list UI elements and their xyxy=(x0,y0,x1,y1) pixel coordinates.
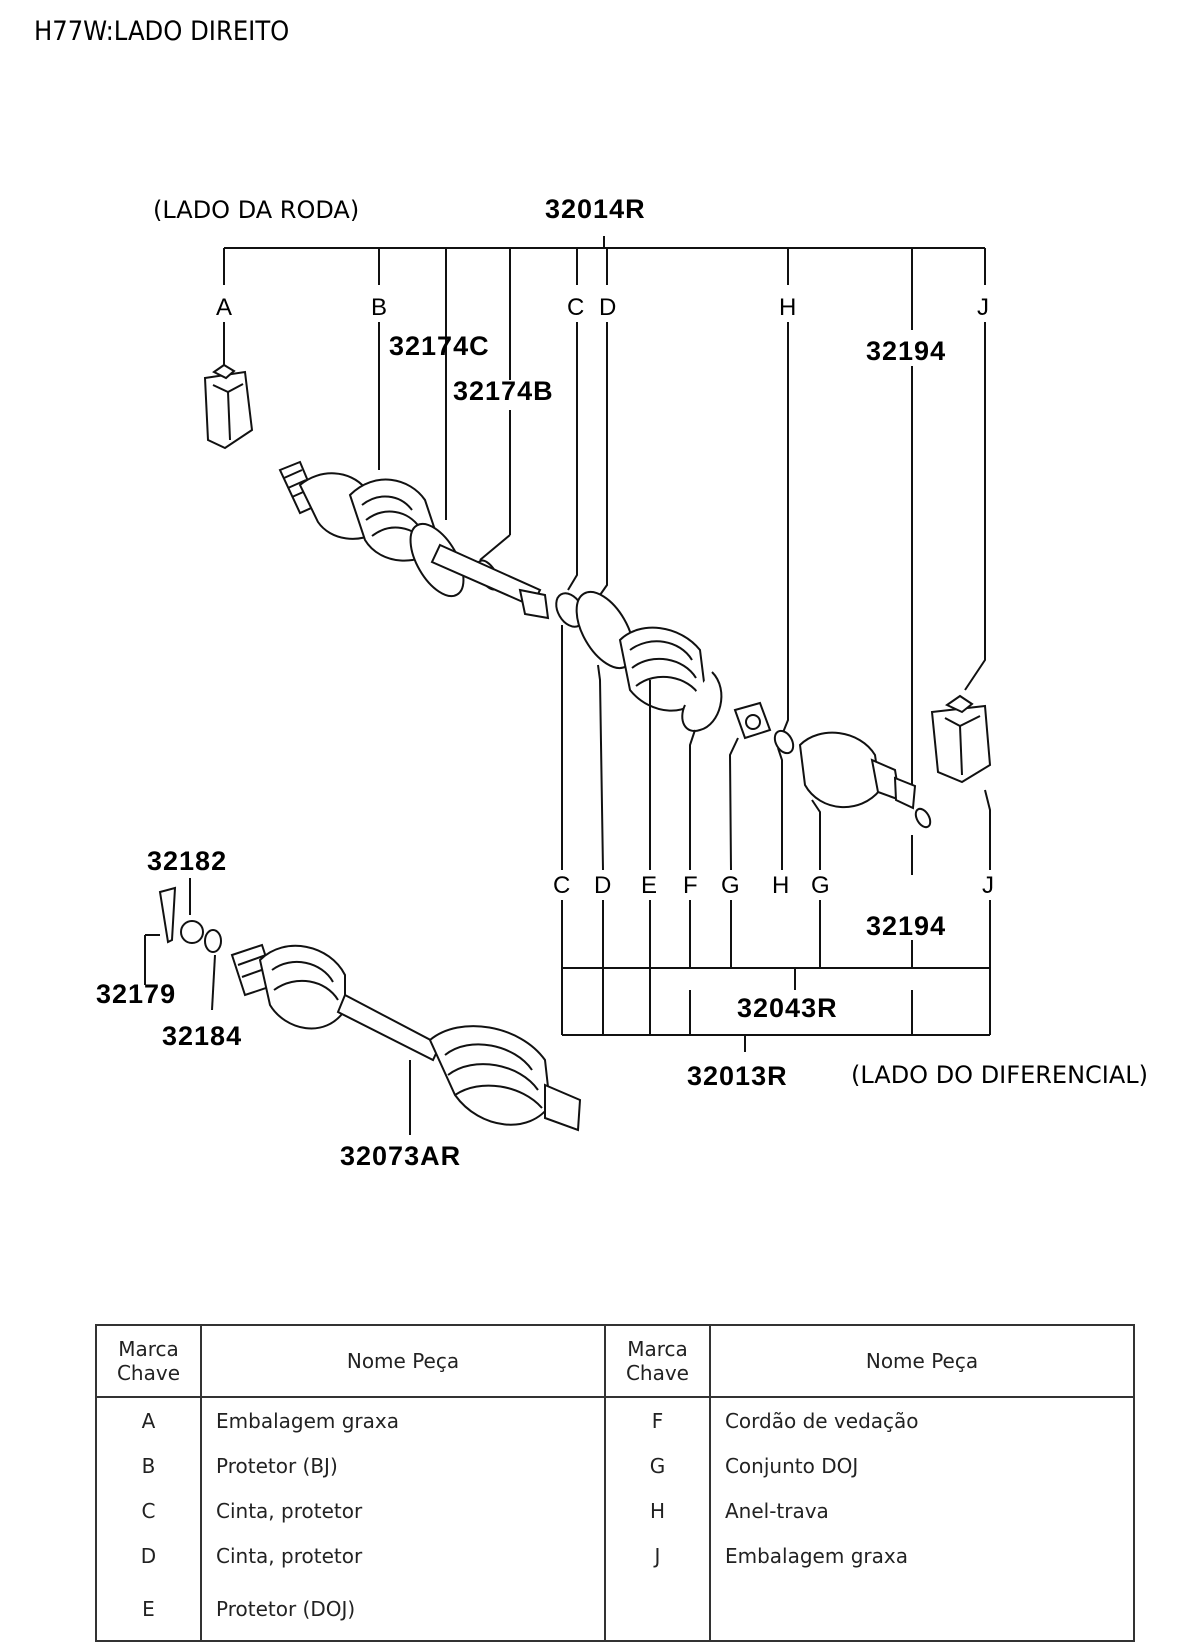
part-number-32194-bottom: 32194 xyxy=(866,911,946,941)
key-F-bottom: F xyxy=(683,872,698,899)
key-J-bottom: J xyxy=(982,872,994,899)
key-J-top: J xyxy=(977,294,989,321)
key-G-bottom: G xyxy=(721,872,740,899)
part-number-32013R: 32013R xyxy=(687,1061,788,1091)
legend-key: H xyxy=(603,1488,711,1533)
part-number-32174B: 32174B xyxy=(453,376,554,406)
top-key-letters: A B C D H J xyxy=(216,294,989,321)
part-number-32182: 32182 xyxy=(147,846,227,876)
legend-part-name xyxy=(710,1578,1134,1641)
legend-key: J xyxy=(603,1533,711,1578)
key-B-top: B xyxy=(371,294,387,321)
legend-header-key-2: Marca Chave xyxy=(603,1324,711,1398)
legend-key: C xyxy=(96,1488,202,1533)
table-row: A Embalagem graxa F Cordão de vedação xyxy=(96,1397,1134,1443)
legend-part-name: Cinta, protetor xyxy=(216,1498,363,1523)
part-number-32043R: 32043R xyxy=(737,993,838,1023)
grease-pack-J xyxy=(930,694,992,784)
legend-key: E xyxy=(96,1578,202,1641)
key-C-bottom: C xyxy=(553,872,570,899)
legend-part-name: Embalagem graxa xyxy=(216,1408,399,1433)
legend-header-name-1: Nome Peça xyxy=(200,1324,606,1398)
top-bracket-lines xyxy=(223,236,986,790)
legend-key: G xyxy=(603,1443,711,1488)
part-number-32179: 32179 xyxy=(96,979,176,1009)
legend-header-name-2: Nome Peça xyxy=(708,1324,1136,1398)
diagram-title: H77W:LADO DIREITO xyxy=(34,16,289,47)
key-A-top: A xyxy=(216,294,232,321)
parts-diagram: H77W:LADO DIREITO (LADO DA RODA) 32014R … xyxy=(34,16,1148,1171)
legend-key: B xyxy=(96,1443,202,1488)
key-C-top: C xyxy=(567,294,584,321)
hub-nut-parts xyxy=(144,878,222,1011)
legend-part-name: Protetor (BJ) xyxy=(216,1453,338,1478)
key-H-top: H xyxy=(779,294,796,321)
legend-header-key-1: Marca Chave xyxy=(95,1324,202,1398)
legend-part-name: Conjunto DOJ xyxy=(724,1453,859,1478)
part-number-32174C: 32174C xyxy=(389,331,490,361)
wheel-side-label: (LADO DA RODA) xyxy=(153,196,359,224)
drive-shaft-assembly xyxy=(230,943,582,1135)
legend-key: F xyxy=(603,1397,711,1443)
legend-part-name: Protetor (DOJ) xyxy=(216,1597,356,1621)
part-number-32184: 32184 xyxy=(162,1021,242,1051)
part-number-32194-top: 32194 xyxy=(866,336,946,366)
parts-legend-table: Marca Chave Nome Peça Marca Chave Nome P… xyxy=(95,1324,1136,1642)
legend-part-name: Anel-trava xyxy=(724,1498,829,1523)
bottom-key-letters: C D E F G H G J xyxy=(553,872,994,899)
legend-header-row: Marca Chave Nome Peça Marca Chave Nome P… xyxy=(95,1324,1136,1398)
key-H-bottom: H xyxy=(772,872,789,899)
drive-shaft-exploded xyxy=(278,460,932,829)
legend-part-name: Cordão de vedação xyxy=(724,1408,919,1433)
legend-part-name: Embalagem graxa xyxy=(724,1543,908,1568)
key-D-bottom: D xyxy=(594,872,611,899)
key-D-top: D xyxy=(599,294,616,321)
table-row: E Protetor (DOJ) xyxy=(96,1578,1134,1641)
bottom-bracket-lines xyxy=(561,625,991,1052)
key-G2-bottom: G xyxy=(811,872,830,899)
legend-key: A xyxy=(96,1397,202,1443)
legend-key xyxy=(603,1578,711,1641)
table-row: B Protetor (BJ) G Conjunto DOJ xyxy=(96,1443,1134,1488)
table-row: C Cinta, protetor H Anel-trava xyxy=(96,1488,1134,1533)
part-number-32014R: 32014R xyxy=(545,194,646,224)
legend-key: D xyxy=(96,1533,202,1578)
part-number-32073AR: 32073AR xyxy=(340,1141,461,1171)
differential-side-label: (LADO DO DIFERENCIAL) xyxy=(851,1061,1148,1089)
grease-pack-A xyxy=(203,363,254,450)
table-row: D Cinta, protetor J Embalagem graxa xyxy=(96,1533,1134,1578)
key-E-bottom: E xyxy=(641,872,657,899)
legend-part-name: Cinta, protetor xyxy=(216,1543,363,1568)
